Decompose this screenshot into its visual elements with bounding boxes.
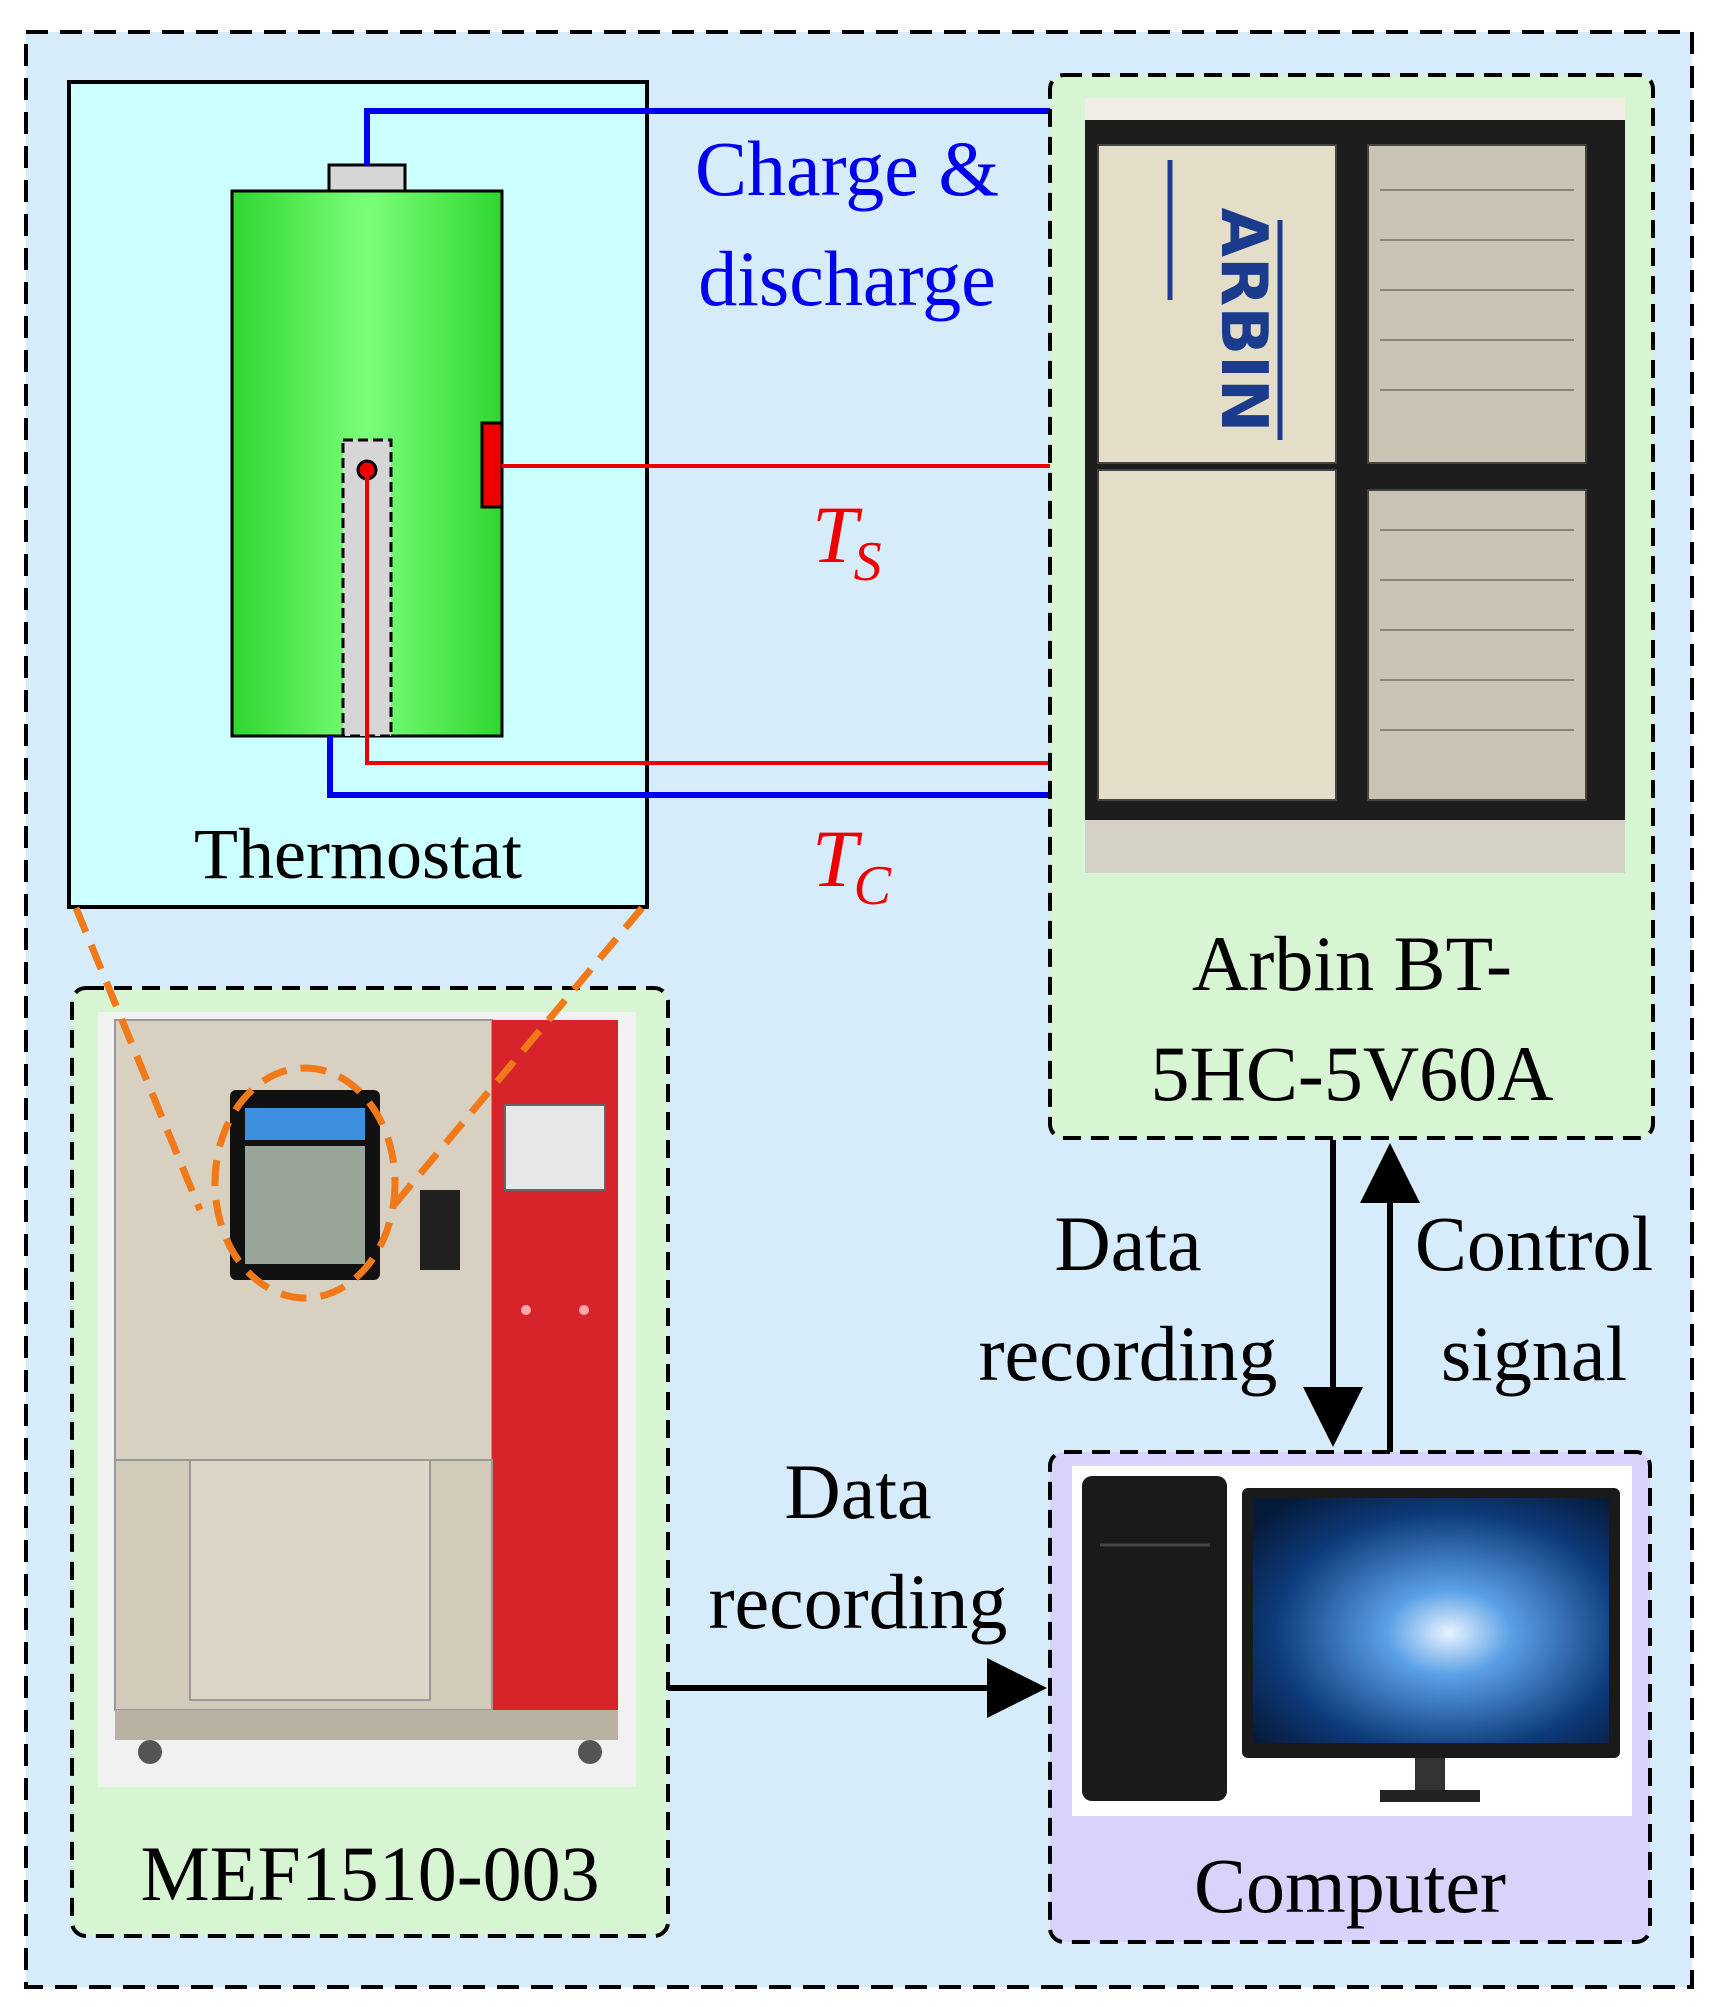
ts-label: TS bbox=[812, 489, 882, 593]
data-recording-label2-line2: recording bbox=[709, 1558, 1008, 1645]
core-temp-wire bbox=[365, 470, 1050, 765]
thermostat-label: Thermostat bbox=[194, 814, 522, 894]
arbin-logo: ARBIN bbox=[1206, 208, 1280, 433]
tc-label: TC bbox=[812, 813, 892, 917]
mef-panel: MEF1510-003 bbox=[70, 986, 670, 1938]
arbin-label-line2: 5HC-5V60A bbox=[1151, 1030, 1554, 1117]
positive-wire bbox=[364, 108, 1050, 165]
data-recording-label1-line2: recording bbox=[979, 1310, 1278, 1397]
ts-main: T bbox=[812, 489, 863, 580]
negative-wire bbox=[327, 736, 1050, 798]
arbin-cabinet-image: ARBIN bbox=[1085, 98, 1625, 873]
control-signal-label-line2: signal bbox=[1441, 1310, 1627, 1397]
mef-label: MEF1510-003 bbox=[140, 1830, 599, 1917]
charge-discharge-label-line1: Charge & bbox=[695, 125, 999, 212]
computer-panel: Computer bbox=[1048, 1450, 1652, 1944]
computer-image bbox=[1072, 1466, 1632, 1816]
thermostat-box: Thermostat bbox=[67, 80, 649, 909]
zoom-callout bbox=[72, 905, 645, 1302]
computer-label: Computer bbox=[1194, 1842, 1506, 1929]
data-arrows bbox=[668, 1140, 1420, 1718]
surface-sensor bbox=[480, 421, 504, 509]
arbin-label-line1: Arbin BT- bbox=[1192, 920, 1512, 1007]
pc-tower bbox=[1082, 1476, 1227, 1801]
arbin-panel: ARBIN Arbin BT- 5HC-5V60A bbox=[1048, 73, 1655, 1140]
tc-subscript: C bbox=[854, 855, 892, 917]
mef-chamber-image bbox=[98, 1012, 636, 1787]
charge-discharge-wires bbox=[327, 108, 1050, 798]
tc-main: T bbox=[812, 813, 863, 904]
temperature-wires bbox=[365, 464, 1050, 765]
data-recording-label1-line1: Data bbox=[1054, 1200, 1201, 1287]
zoom-ellipse bbox=[211, 1064, 399, 1302]
battery-terminal bbox=[327, 163, 407, 193]
charge-discharge-label-line2: discharge bbox=[698, 235, 995, 322]
ts-subscript: S bbox=[854, 531, 882, 593]
control-signal-label-line1: Control bbox=[1415, 1200, 1653, 1287]
data-recording-label2-line1: Data bbox=[784, 1448, 931, 1535]
